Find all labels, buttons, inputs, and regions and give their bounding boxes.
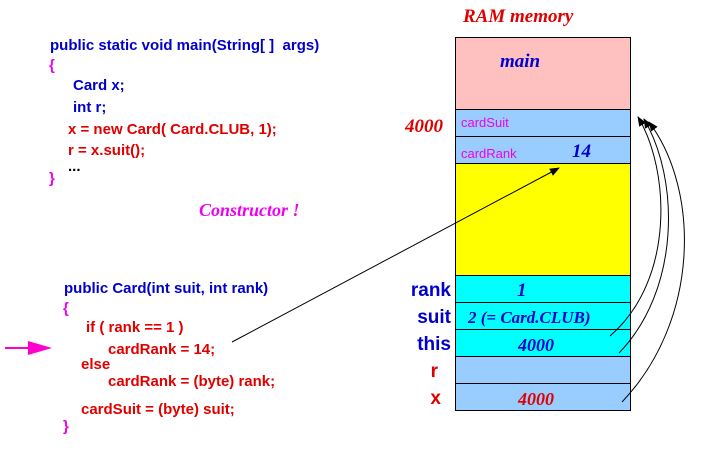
ctor-assign-suit: cardSuit = (byte) suit; [81,401,235,418]
ctor-else: else [81,356,111,373]
main-frame-label: main [500,51,541,72]
r-var-label: r [430,361,438,382]
assign-rank-arrow [231,167,560,343]
ram-title: RAM memory [463,6,574,27]
rank-var-label: rank [410,280,451,301]
main-signature: public static void main(String[ ] args) [50,37,320,54]
ctor-open-brace: { [63,300,69,317]
ctor-close-brace: } [63,418,69,435]
x-cell: 4000 [455,383,631,411]
x-pointer-arrow [621,121,685,403]
main-decl-x: Card x; [73,77,125,94]
card-rank-name: cardRank [461,146,517,161]
main-close-brace: } [49,170,55,187]
x-value: 4000 [518,389,554,409]
main-new-card: x = new Card( Card.CLUB, 1); [68,121,277,138]
card-suit-name: cardSuit [461,115,509,130]
this-pointer-arrow [618,118,669,354]
ctor-assign-rank: cardRank = (byte) rank; [108,373,276,390]
x-var-label: x [430,388,441,409]
main-open-brace: { [49,57,55,74]
rank-value: 1 [517,280,527,301]
card-suit-cell: cardSuit [455,109,631,137]
suit-var-label: suit [417,307,451,328]
main-call-suit: r = x.suit(); [68,142,146,159]
execution-pointer-icon [28,341,52,355]
main-ellipsis: ... [68,158,81,175]
card-rank-value: 14 [572,141,591,162]
this-var-label: this [417,334,451,355]
this-cell: 4000 [455,329,631,357]
suit-pointer-arrow [609,116,662,337]
ctor-if: if ( rank == 1 ) [86,319,184,336]
main-decl-r: int r; [73,99,107,116]
constructor-label: Constructor ! [199,200,300,220]
this-value: 4000 [518,335,554,355]
ctor-assign-14: cardRank = 14; [108,341,216,358]
free-space-cell [455,163,631,276]
ctor-signature: public Card(int suit, int rank) [64,280,269,297]
object-address: 4000 [405,116,443,137]
suit-value: 2 (= Card.CLUB) [468,308,591,327]
